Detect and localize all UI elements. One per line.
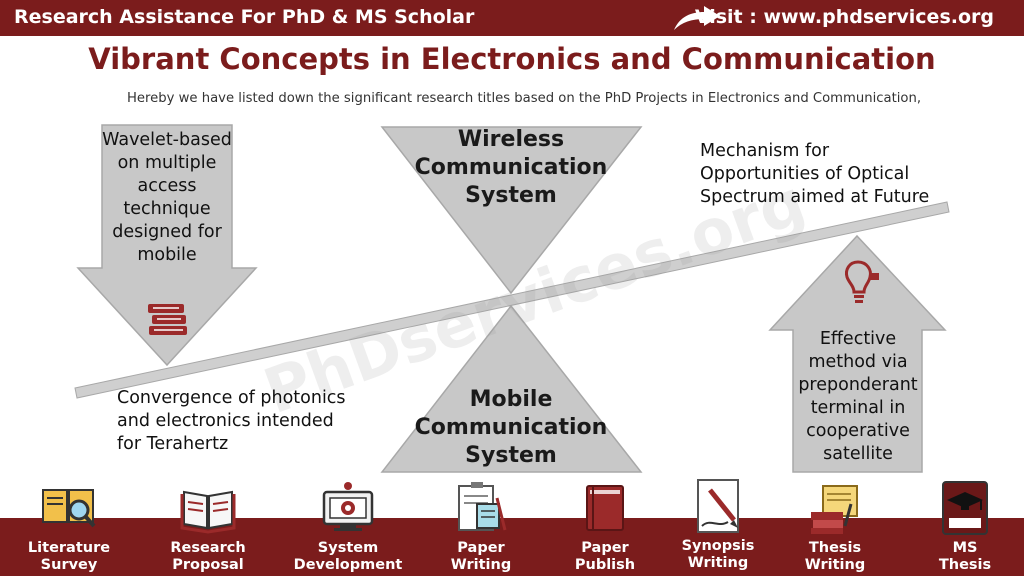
lightbulb-icon bbox=[845, 260, 879, 303]
service-literature-survey[interactable]: Literature Survey bbox=[4, 478, 134, 576]
bottom-left-text: Convergence of photonics and electronics… bbox=[117, 388, 346, 454]
share-arrow-icon bbox=[674, 6, 720, 30]
left-arrow-text: Wavelet-based on multiple access techniq… bbox=[102, 130, 232, 265]
left-down-arrow bbox=[76, 124, 258, 367]
mobile-label: Mobile Communication System bbox=[414, 387, 608, 468]
service-synopsis-writing[interactable]: Synopsis Writing bbox=[653, 476, 783, 574]
research-proposal-icon bbox=[178, 478, 238, 538]
seesaw-beam bbox=[74, 201, 950, 399]
ms-thesis-icon bbox=[935, 478, 995, 538]
wireless-triangle bbox=[380, 126, 643, 295]
paper-publish-icon bbox=[575, 478, 635, 538]
service-thesis-writing[interactable]: Thesis Writing bbox=[770, 478, 900, 576]
literature-survey-icon bbox=[39, 478, 99, 538]
synopsis-writing-icon bbox=[688, 476, 748, 536]
thesis-writing-icon bbox=[805, 478, 865, 538]
paper-writing-icon bbox=[451, 478, 511, 538]
service-paper-publish[interactable]: Paper Publish bbox=[540, 478, 670, 576]
services-bar bbox=[0, 518, 1024, 576]
top-right-text: Mechanism for Opportunities of Optical S… bbox=[700, 141, 930, 207]
right-arrow-text: Effective method via preponderant termin… bbox=[798, 329, 918, 464]
visit-link[interactable]: Visit : www.phdservices.org bbox=[694, 6, 994, 28]
brand-text: Research Assistance For PhD & MS Scholar bbox=[14, 6, 475, 28]
books-icon bbox=[148, 304, 187, 335]
system-development-icon bbox=[318, 478, 378, 538]
header-bar: Research Assistance For PhD & MS Scholar… bbox=[0, 0, 1024, 36]
service-research-proposal[interactable]: Research Proposal bbox=[143, 478, 273, 576]
page-title: Vibrant Concepts in Electronics and Comm… bbox=[88, 42, 936, 76]
mobile-triangle bbox=[380, 304, 643, 473]
page-subtitle: Hereby we have listed down the significa… bbox=[127, 91, 922, 106]
service-paper-writing[interactable]: Paper Writing bbox=[416, 478, 546, 576]
service-system-development[interactable]: System Development bbox=[283, 478, 413, 576]
service-ms-thesis[interactable]: MS Thesis bbox=[900, 478, 1024, 576]
right-up-arrow bbox=[768, 234, 947, 473]
wireless-label: Wireless Communication System bbox=[414, 127, 608, 208]
